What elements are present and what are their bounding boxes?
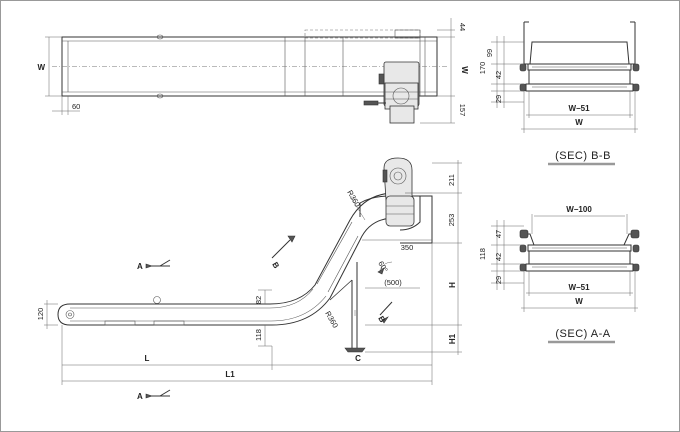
top-w-left-label: W	[37, 63, 45, 72]
side-h-label: H	[448, 282, 457, 288]
side-120-label: 120	[36, 308, 45, 321]
side-118-label: 118	[254, 329, 263, 341]
side-a-lower-label: A	[137, 392, 143, 401]
section-bb: 99 170 42 29 W−51 W (SEC) B-B	[478, 21, 640, 166]
bb-title: (SEC) B-B	[555, 150, 611, 162]
side-253-label: 253	[447, 214, 456, 227]
side-l1-label: L1	[225, 370, 235, 379]
top-w-right-label: W	[460, 66, 469, 74]
side-h1-label: H1	[448, 333, 457, 344]
side-350-label: 350	[401, 243, 414, 252]
aa-29-label: 29	[494, 276, 503, 284]
side-b-lower-label: B	[376, 315, 387, 325]
top-157-label: 157	[458, 104, 467, 117]
top-44-label: 44	[458, 23, 467, 31]
side-view: 211 253 H H1 350 R360 R360 60° (500) 120…	[36, 157, 462, 401]
side-211-label: 211	[447, 174, 456, 186]
side-500-label: (500)	[384, 278, 402, 287]
bb-99-label: 99	[485, 49, 494, 57]
side-a-upper-label: A	[137, 262, 143, 271]
aa-w51-label: W−51	[568, 283, 590, 292]
bb-170-label: 170	[478, 62, 487, 75]
bb-29-label: 29	[494, 95, 503, 103]
aa-47-label: 47	[494, 230, 503, 238]
side-b-upper-label: B	[270, 261, 281, 271]
section-aa: W−100 47 118 42 29 W−51 W (SEC)	[478, 205, 640, 344]
aa-42-label: 42	[494, 253, 503, 261]
bb-w51-label: W−51	[568, 104, 590, 113]
side-l-label: L	[145, 354, 150, 363]
bb-42-label: 42	[494, 71, 503, 79]
side-c-label: C	[355, 354, 361, 363]
top-60-label: 60	[72, 102, 80, 111]
aa-w100-label: W−100	[566, 205, 592, 214]
side-r360-bottom-label: R360	[323, 310, 340, 330]
aa-title: (SEC) A-A	[555, 328, 610, 340]
aa-w-label: W	[575, 297, 583, 306]
side-82-label: 82	[254, 296, 263, 304]
top-view: W 60 44 W 157	[37, 18, 469, 124]
aa-118-label: 118	[478, 248, 487, 260]
bb-w-label: W	[575, 118, 583, 127]
